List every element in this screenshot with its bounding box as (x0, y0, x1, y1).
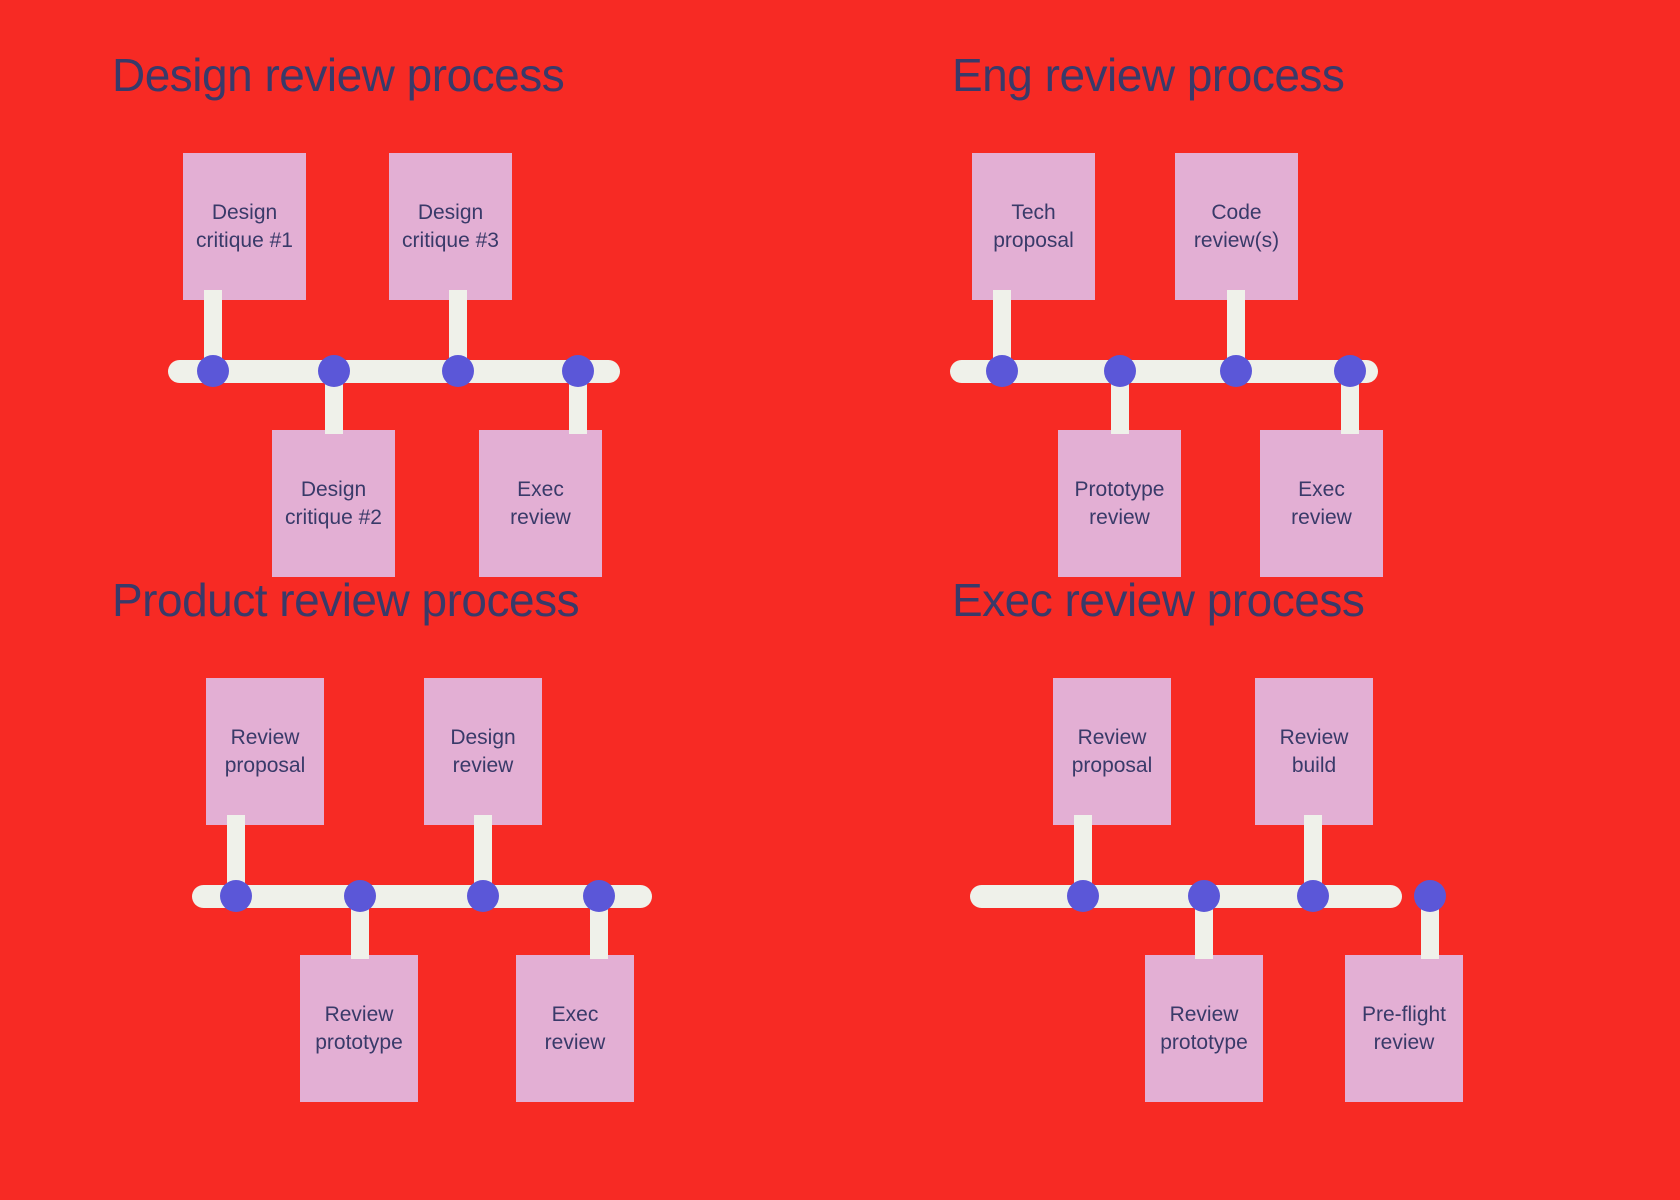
connector-stem (590, 897, 608, 959)
timeline-rail (950, 360, 1378, 383)
timeline-node-dot-2[interactable] (1104, 355, 1136, 387)
timeline-node-dot-1[interactable] (197, 355, 229, 387)
connector-stem (1195, 897, 1213, 959)
panel-title: Exec review process (952, 574, 1365, 626)
node-card-above-1[interactable]: Design critique #1 (183, 153, 306, 300)
node-card-above-2[interactable]: Code review(s) (1175, 153, 1298, 300)
node-card-label: Design review (450, 725, 516, 777)
node-card-label: Tech proposal (993, 200, 1074, 252)
node-card-below-1[interactable]: Prototype review (1058, 430, 1181, 577)
connector-stem (474, 815, 492, 895)
timeline-rail (970, 885, 1402, 908)
node-card-label: Design critique #1 (196, 200, 293, 252)
node-card-below-2[interactable]: Exec review (479, 430, 602, 577)
connector-stem (1074, 815, 1092, 895)
node-card-below-2[interactable]: Exec review (516, 955, 634, 1102)
connector-stem (227, 815, 245, 895)
node-card-above-2[interactable]: Design review (424, 678, 542, 825)
timeline-rail (168, 360, 620, 383)
connector-stem (204, 290, 222, 370)
node-card-above-2[interactable]: Design critique #3 (389, 153, 512, 300)
timeline-node-dot-4[interactable] (1334, 355, 1366, 387)
timeline-node-dot-3[interactable] (1297, 880, 1329, 912)
panel-title: Design review process (112, 49, 565, 101)
timeline-node-dot-3[interactable] (467, 880, 499, 912)
node-card-label: Review prototype (315, 1002, 403, 1054)
timeline-node-dot-1[interactable] (1067, 880, 1099, 912)
timeline-node-dot-1[interactable] (220, 880, 252, 912)
timeline-node-dot-4[interactable] (583, 880, 615, 912)
node-card-label: Exec review (544, 1002, 606, 1054)
node-card-label: Design critique #3 (402, 200, 499, 252)
panel-title: Eng review process (952, 49, 1345, 101)
node-card-label: Design critique #2 (285, 477, 382, 529)
node-card-above-1[interactable]: Tech proposal (972, 153, 1095, 300)
panel-design-review-process: Design review process Design critique #1… (0, 0, 800, 600)
node-card-below-2[interactable]: Exec review (1260, 430, 1383, 577)
node-card-label: Exec review (510, 477, 571, 529)
timeline-rail (192, 885, 652, 908)
node-card-label: Exec review (1291, 477, 1352, 529)
node-card-below-2[interactable]: Pre-flight review (1345, 955, 1463, 1102)
connector-stem (569, 372, 587, 434)
connector-stem (351, 897, 369, 959)
panel-exec-review-process: Exec review process Review proposal Revi… (840, 525, 1640, 1125)
timeline-node-dot-4[interactable] (1414, 880, 1446, 912)
node-card-label: Prototype review (1074, 477, 1165, 529)
node-card-below-1[interactable]: Design critique #2 (272, 430, 395, 577)
timeline-node-dot-2[interactable] (1188, 880, 1220, 912)
node-card-above-1[interactable]: Review proposal (206, 678, 324, 825)
node-card-below-1[interactable]: Review prototype (1145, 955, 1263, 1102)
connector-stem (993, 290, 1011, 370)
timeline-node-dot-3[interactable] (1220, 355, 1252, 387)
node-card-label: Code review(s) (1193, 200, 1280, 252)
node-card-label: Review proposal (224, 725, 306, 777)
node-card-above-1[interactable]: Review proposal (1053, 678, 1171, 825)
node-card-label: Review proposal (1071, 725, 1153, 777)
connector-stem (325, 372, 343, 434)
timeline-node-dot-1[interactable] (986, 355, 1018, 387)
timeline-node-dot-4[interactable] (562, 355, 594, 387)
node-card-label: Review prototype (1160, 1002, 1248, 1054)
timeline-node-dot-3[interactable] (442, 355, 474, 387)
connector-stem (449, 290, 467, 370)
connector-stem (1111, 372, 1129, 434)
connector-stem (1341, 372, 1359, 434)
node-card-above-2[interactable]: Review build (1255, 678, 1373, 825)
timeline-node-dot-2[interactable] (344, 880, 376, 912)
node-card-below-1[interactable]: Review prototype (300, 955, 418, 1102)
connector-stem (1304, 815, 1322, 895)
timeline-node-dot-2[interactable] (318, 355, 350, 387)
panel-product-review-process: Product review process Review proposal R… (0, 525, 800, 1125)
panel-eng-review-process: Eng review process Tech proposal Prototy… (840, 0, 1640, 600)
connector-stem (1421, 897, 1439, 959)
connector-stem (1227, 290, 1245, 370)
node-card-label: Pre-flight review (1361, 1002, 1447, 1054)
panel-title: Product review process (112, 574, 580, 626)
node-card-label: Review build (1279, 725, 1349, 777)
